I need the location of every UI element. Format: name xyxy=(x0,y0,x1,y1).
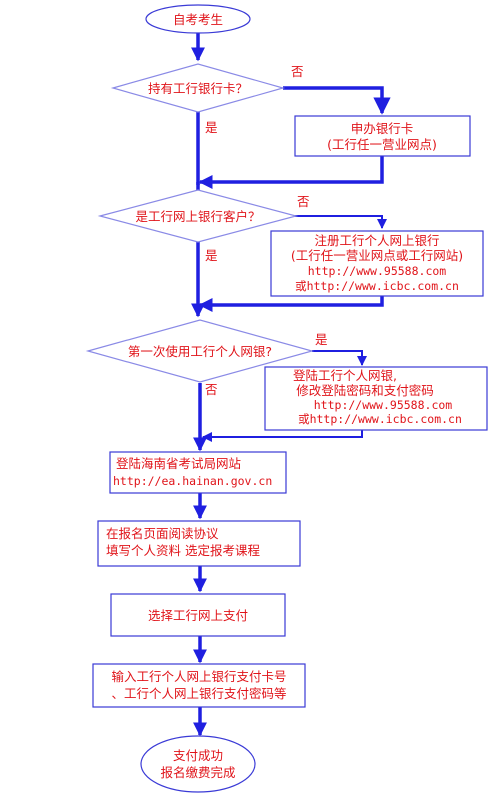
arrow-q1-no xyxy=(283,86,391,115)
start-node: 自考考生 xyxy=(145,4,251,34)
q1-no-label: 否 xyxy=(291,64,304,79)
box-register-url1: http://www.95588.com xyxy=(308,264,447,278)
decision-online-client-label: 是工行网上银行客户？ xyxy=(135,209,260,224)
q1-yes-label: 是 xyxy=(205,120,218,135)
step-site-line1: 登陆海南省考试局网站 xyxy=(116,456,241,471)
q2-no-label: 否 xyxy=(297,194,310,209)
box-register-online-banking: 注册工行个人网上银行 (工行任一营业网点或工行网站) http://www.95… xyxy=(270,230,484,297)
end-line2: 报名缴费完成 xyxy=(160,765,235,780)
arrow-register-back xyxy=(198,296,384,312)
box-register-url2: 或http://www.icbc.com.cn xyxy=(295,279,459,293)
q3-no-label: 否 xyxy=(205,382,218,397)
step-input-line2: 、工行个人网上银行支付密码等 xyxy=(111,686,286,701)
start-label: 自考考生 xyxy=(173,12,223,27)
decision-first-use-label: 第一次使用工行个人网银? xyxy=(128,344,272,359)
box-register-line2: (工行任一营业网点或工行网站) xyxy=(291,248,463,263)
q2-yes-label: 是 xyxy=(205,248,218,263)
q3-yes-label: 是 xyxy=(315,332,328,347)
box-apply-card: 申办银行卡 (工行任一营业网点) xyxy=(294,115,471,157)
box-login-line2: 修改登陆密码和支付密码 xyxy=(296,383,434,398)
decision-online-client: 是工行网上银行客户？ 否 是 xyxy=(97,189,310,263)
decision-has-card-label: 持有工行银行卡？ xyxy=(148,81,248,96)
box-login-online-banking: 登陆工行个人网银, 修改登陆密码和支付密码 http://www.95588.c… xyxy=(264,366,488,431)
box-register-line1: 注册工行个人网上银行 xyxy=(314,233,439,248)
step-input-card-info: 输入工行个人网上银行支付卡号 、工行个人网上银行支付密码等 xyxy=(92,663,306,708)
arrow-q2-no xyxy=(292,215,387,229)
decision-has-card: 持有工行银行卡？ 否 是 xyxy=(110,63,304,135)
end-node: 支付成功 报名缴费完成 xyxy=(140,735,256,793)
step-read-agreement: 在报名页面阅读协议 填写个人资料 选定报考课程 xyxy=(97,520,301,567)
arrow-login-back xyxy=(202,430,363,442)
end-line1: 支付成功 xyxy=(173,748,223,763)
box-login-url1: http://www.95588.com xyxy=(314,398,453,412)
step-site-url: http://ea.hainan.gov.cn xyxy=(113,474,272,488)
step-pay-label: 选择工行网上支付 xyxy=(148,608,248,623)
step-read-line1: 在报名页面阅读协议 xyxy=(106,526,219,541)
box-login-line1: 登陆工行个人网银, xyxy=(293,368,397,383)
decision-first-use: 第一次使用工行个人网银? 是 否 xyxy=(85,319,328,397)
arrow-q3-yes xyxy=(312,350,367,366)
arrow-card-back xyxy=(198,156,384,189)
box-apply-card-line1: 申办银行卡 xyxy=(351,121,414,136)
box-apply-card-line2: (工行任一营业网点) xyxy=(327,137,437,152)
step-read-line2: 填写个人资料 选定报考课程 xyxy=(106,543,260,558)
box-login-url2: 或http://www.icbc.com.cn xyxy=(298,412,462,426)
connectors xyxy=(191,33,391,737)
step-input-line1: 输入工行个人网上银行支付卡号 xyxy=(111,669,286,684)
step-select-payment: 选择工行网上支付 xyxy=(110,593,286,637)
step-login-exam-site: 登陆海南省考试局网站 http://ea.hainan.gov.cn xyxy=(109,451,287,494)
